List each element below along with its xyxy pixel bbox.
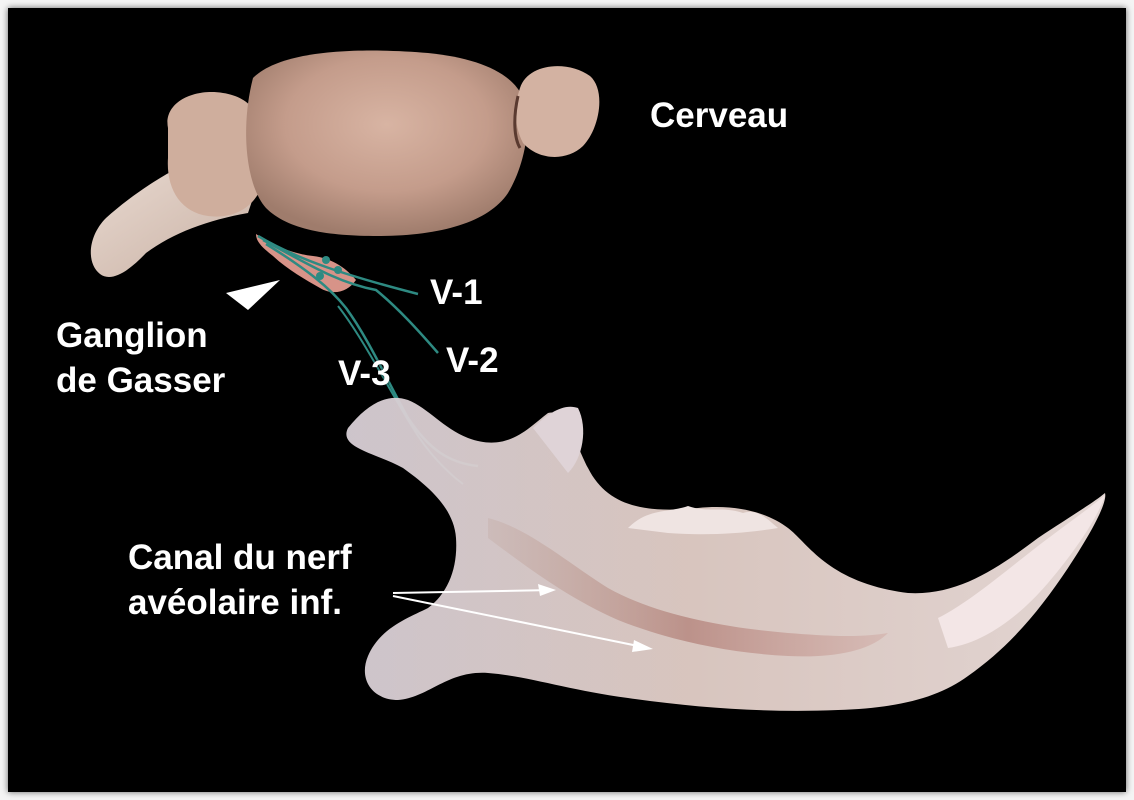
label-v3: V-3 (338, 351, 391, 396)
image-frame: Cerveau V-1 V-2 V-3 Ganglion de Gasser C… (8, 8, 1126, 792)
label-canal-nerf: Canal du nerf avéolaire inf. (128, 535, 352, 625)
label-v2: V-2 (446, 338, 499, 383)
label-canal-line1: Canal du nerf (128, 535, 352, 580)
olfactory-bulb (516, 66, 600, 157)
label-ganglion-line2: de Gasser (56, 358, 225, 403)
ganglion-arrowhead (226, 280, 280, 310)
label-v1: V-1 (430, 270, 483, 315)
label-ganglion-de-gasser: Ganglion de Gasser (56, 313, 225, 403)
label-cerveau: Cerveau (650, 93, 788, 138)
label-ganglion-line1: Ganglion (56, 313, 225, 358)
cerebrum (246, 51, 527, 236)
brain (91, 51, 600, 277)
mandible (346, 398, 1105, 711)
label-canal-line2: avéolaire inf. (128, 580, 352, 625)
mandible-bone (346, 398, 1105, 711)
